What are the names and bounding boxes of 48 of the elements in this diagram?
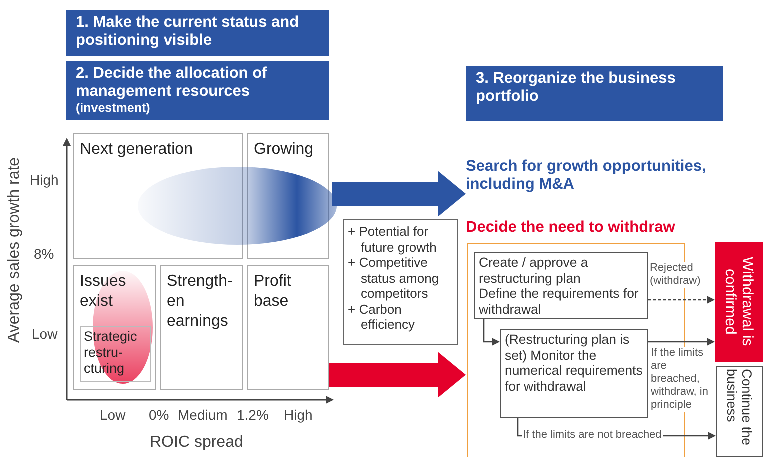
- quadrant-cell: [247, 265, 329, 390]
- node-text: Strength-en earnings: [167, 272, 234, 332]
- arrow: [483, 319, 500, 346]
- node-text: (Restructuring plan is set) Monitor the numerical requirements for withdrawal: [505, 332, 643, 394]
- block-arrow: [329, 352, 466, 398]
- node-text: Profit base: [254, 272, 292, 312]
- tick-label: 0%: [149, 406, 170, 424]
- process-box: [500, 329, 648, 418]
- node-text: Withdrawal is confirmed: [722, 256, 756, 349]
- axis-title: ROIC spread: [150, 434, 244, 452]
- node-text: Create / approve a restructuring plan: [479, 255, 590, 286]
- heading-text: Search for growth opportunities, including M&A: [466, 158, 708, 194]
- result-box: [715, 242, 763, 362]
- tick-label: 8%: [34, 245, 54, 263]
- node-text: Continue the business: [724, 369, 754, 448]
- tick-label: 1.2%: [237, 406, 269, 424]
- tick-label: High: [284, 406, 313, 424]
- node-text: Issues exist: [80, 272, 128, 312]
- node-text: 3. Reorganize the business portfolio: [476, 70, 677, 106]
- strategy-box: [80, 326, 151, 382]
- node-text: Define the requirements for withdrawal: [479, 286, 640, 317]
- node-text: Growing: [254, 140, 315, 160]
- tick-label: High: [30, 171, 59, 189]
- node-text: + Competitive status among competitors: [348, 255, 440, 302]
- edge-label: If the limits are breached, withdraw, in principle: [650, 347, 710, 412]
- tick-label: Low: [32, 325, 58, 343]
- section-heading: Decide the need to withdraw: [466, 218, 676, 238]
- process-box: [474, 252, 648, 319]
- result-box: [716, 366, 763, 457]
- step-banner: [66, 61, 329, 120]
- node-text: + Potential for future growth: [348, 224, 438, 255]
- node-text: Next generation: [80, 140, 194, 160]
- step-banner: [66, 10, 329, 56]
- quadrant-cell: [160, 265, 243, 390]
- criteria-box: [343, 219, 458, 345]
- node-text: 1. Make the current status and positioning visible: [76, 14, 300, 50]
- arrow: [648, 296, 715, 304]
- axis-title: Average sales growth rate: [6, 156, 24, 345]
- node-text: + Carbon efficiency: [348, 302, 416, 332]
- tick-label: Low: [100, 406, 126, 424]
- node-text: (investment): [76, 101, 152, 115]
- node-text: 2. Decide the allocation of management resources: [76, 65, 268, 101]
- block-arrow: [332, 171, 466, 217]
- quadrant-cell: [73, 265, 156, 390]
- arrow: [517, 418, 716, 440]
- tick-label: Medium: [178, 406, 228, 424]
- step-banner: [466, 66, 723, 121]
- arrow: [648, 338, 715, 346]
